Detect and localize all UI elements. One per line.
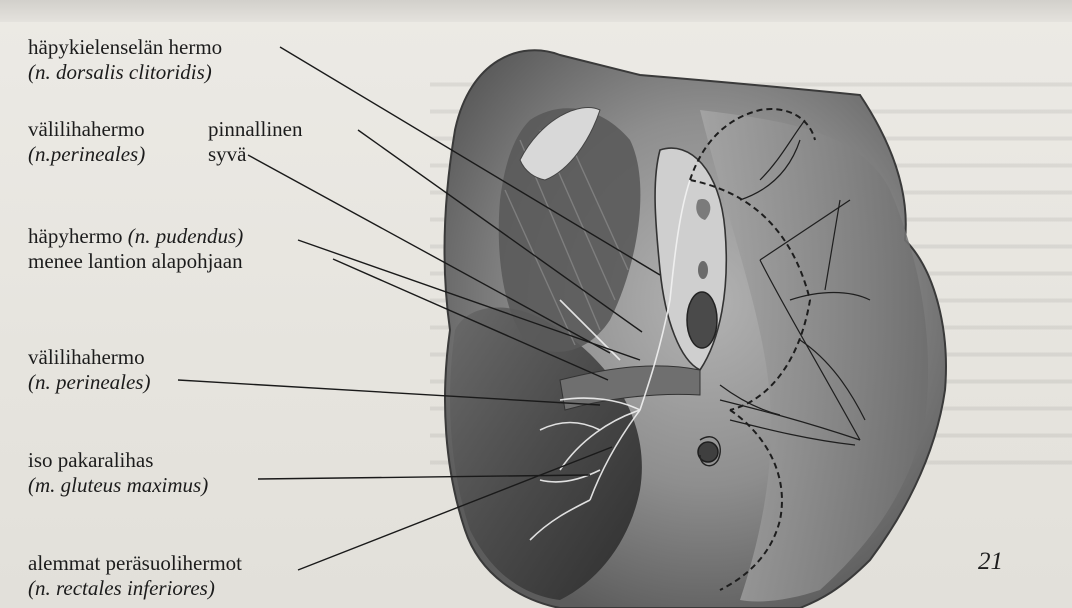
label-dorsal-nerve-latin: (n. dorsalis clitoridis)	[28, 60, 222, 85]
label-perineal-nerve-top: välilihahermo (n.perineales)	[28, 117, 145, 167]
vaginal-opening	[687, 292, 717, 348]
label-gluteus: iso pakaralihas (m. gluteus maximus)	[28, 448, 208, 498]
label-pudendal-name: häpyhermo	[28, 224, 128, 248]
label-dorsal-nerve: häpykielenselän hermo (n. dorsalis clito…	[28, 35, 222, 85]
label-dorsal-nerve-name: häpykielenselän hermo	[28, 35, 222, 60]
label-perineal-nerve-top-latin: (n.perineales)	[28, 142, 145, 167]
page-number: 21	[978, 548, 1003, 576]
label-perineal-nerve-mid-name: välilihahermo	[28, 345, 150, 370]
label-gluteus-latin: (m. gluteus maximus)	[28, 473, 208, 498]
label-gluteus-name: iso pakaralihas	[28, 448, 208, 473]
label-pudendal-nerve: häpyhermo (n. pudendus) menee lantion al…	[28, 224, 243, 274]
label-rectal-nerves: alemmat peräsuolihermot (n. rectales inf…	[28, 551, 242, 601]
label-rectal-nerves-latin: (n. rectales inferiores)	[28, 576, 242, 601]
label-superficial: pinnallinen	[208, 117, 302, 142]
label-pudendal-line1: häpyhermo (n. pudendus)	[28, 224, 243, 249]
label-perineal-nerve-mid: välilihahermo (n. perineales)	[28, 345, 150, 395]
urethral-opening	[698, 261, 708, 279]
label-rectal-nerves-name: alemmat peräsuolihermot	[28, 551, 242, 576]
label-perineal-nerve-top-name: välilihahermo	[28, 117, 145, 142]
label-perineal-nerve-mid-latin: (n. perineales)	[28, 370, 150, 395]
label-deep: syvä	[208, 142, 247, 167]
label-pudendal-latin: (n. pudendus)	[128, 224, 243, 248]
label-pudendal-description: menee lantion alapohjaan	[28, 249, 243, 274]
